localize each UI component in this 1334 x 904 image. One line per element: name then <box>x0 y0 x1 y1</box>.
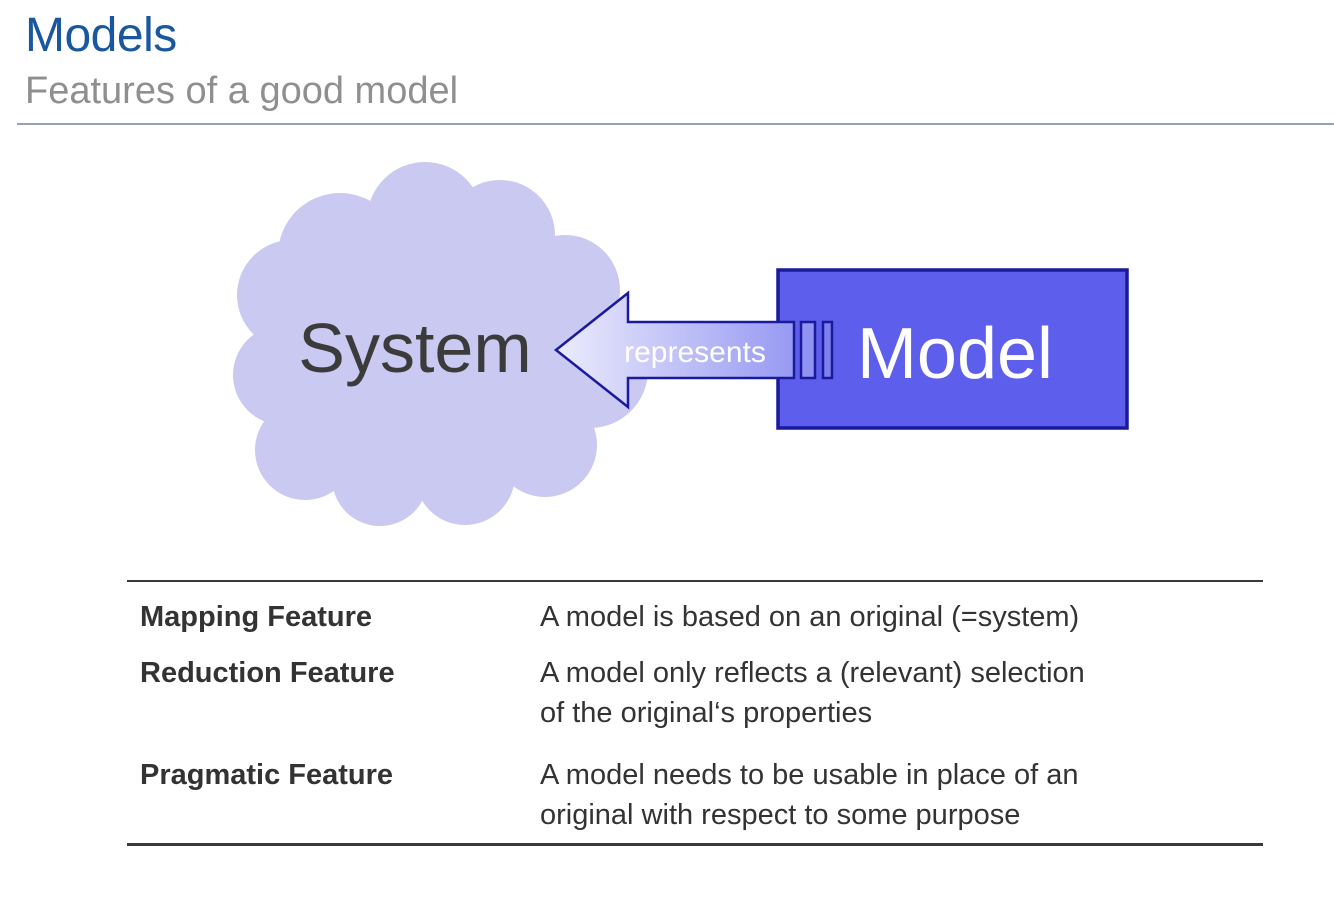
represents-label: represents <box>624 336 766 369</box>
arrow-tail-bar-2 <box>821 320 834 380</box>
page-title: Models <box>25 9 177 62</box>
page-subtitle: Features of a good model <box>25 70 459 112</box>
feature-description-line: of the original‘s properties <box>540 697 873 729</box>
feature-name: Pragmatic Feature <box>140 759 394 791</box>
feature-description: A model is based on an original (=system… <box>540 597 1263 637</box>
model-box <box>776 268 1129 430</box>
feature-description-line: A model is based on an original (=system… <box>540 601 1080 633</box>
feature-description-line: A model needs to be usable in place of a… <box>540 759 1079 791</box>
diagram-outlined-shapes <box>553 268 1129 430</box>
feature-description-line: A model only reflects a (relevant) selec… <box>540 657 1085 689</box>
header-divider <box>17 123 1334 125</box>
model-label: Model <box>857 314 1053 394</box>
table-row-reduction: Reduction Feature A model only reflects … <box>127 653 1263 733</box>
table-row-mapping: Mapping Feature A model is based on an o… <box>127 597 1263 637</box>
features-table: Mapping Feature A model is based on an o… <box>127 580 1263 846</box>
system-label: System <box>298 309 531 387</box>
feature-name: Reduction Feature <box>140 657 395 689</box>
feature-description: A model needs to be usable in place of a… <box>540 755 1263 835</box>
represents-arrow <box>553 290 796 410</box>
feature-description: A model only reflects a (relevant) selec… <box>540 653 1263 733</box>
arrow-tail-bar-1 <box>799 320 817 380</box>
feature-name: Mapping Feature <box>140 601 373 633</box>
table-row-pragmatic: Pragmatic Feature A model needs to be us… <box>127 755 1263 835</box>
feature-description-line: original with respect to some purpose <box>540 799 1021 831</box>
